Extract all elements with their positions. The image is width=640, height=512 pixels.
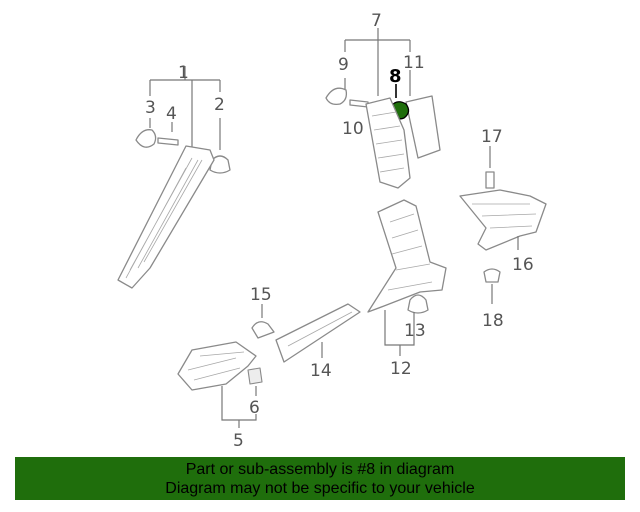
callout-5[interactable]: 5 <box>233 431 244 451</box>
callout-11[interactable]: 11 <box>403 53 425 73</box>
b-pillar-upper-hatch <box>371 111 405 173</box>
callout-16[interactable]: 16 <box>512 255 534 275</box>
callout-2[interactable]: 2 <box>214 95 225 115</box>
kick-panel-group: 6 5 <box>177 341 263 451</box>
scuff-plate-part-14 <box>275 303 361 363</box>
callout-7[interactable]: 7 <box>371 11 382 31</box>
callout-4[interactable]: 4 <box>166 104 177 124</box>
callout-14[interactable]: 14 <box>310 361 332 381</box>
screw-part-10 <box>349 99 369 108</box>
scuff-plate-hatch <box>287 311 353 347</box>
b-pillar-upper-trim <box>365 97 411 189</box>
b-pillar-upper-group: 7 8 9 10 11 <box>325 11 441 189</box>
a-pillar-trim-group: 1 2 3 4 <box>117 63 231 289</box>
clip-part-18 <box>483 268 501 283</box>
callout-9[interactable]: 9 <box>338 55 349 75</box>
leader-1 <box>149 66 221 96</box>
leader-12 <box>384 310 415 356</box>
scuff-plate-group: 15 14 <box>250 285 361 381</box>
callout-15[interactable]: 15 <box>250 285 272 305</box>
callout-18[interactable]: 18 <box>482 311 504 331</box>
b-pillar-lower-group: 13 12 <box>367 199 447 379</box>
info-banner: Part or sub-assembly is #8 in diagram Di… <box>15 457 625 500</box>
bracket-part-6 <box>247 367 263 385</box>
kick-panel-hatch <box>187 351 245 381</box>
callout-1[interactable]: 1 <box>178 63 189 83</box>
callout-3[interactable]: 3 <box>145 98 156 118</box>
b-pillar-lower-trim <box>367 199 447 313</box>
grommet-part-13 <box>407 294 429 314</box>
quarter-trim-group: 17 16 18 <box>459 127 547 331</box>
banner-line-2: Diagram may not be specific to your vehi… <box>165 480 475 497</box>
screw-part-17 <box>485 171 495 189</box>
cover-plate-part-11 <box>405 95 441 159</box>
callout-17[interactable]: 17 <box>481 127 503 147</box>
callout-12[interactable]: 12 <box>390 359 412 379</box>
callout-6[interactable]: 6 <box>249 398 260 418</box>
grommet-part-2 <box>209 155 231 174</box>
clip-part-3 <box>135 129 157 148</box>
callout-13[interactable]: 13 <box>404 321 426 341</box>
quarter-trim-hatch <box>472 203 537 229</box>
quarter-trim-part-16 <box>459 189 547 251</box>
clip-part-9 <box>325 87 348 106</box>
clip-part-15 <box>251 321 275 339</box>
callout-8[interactable]: 8 <box>389 66 402 87</box>
kick-panel <box>177 341 257 391</box>
leader-5 <box>221 386 257 428</box>
screw-part-4 <box>157 137 179 146</box>
b-pillar-lower-hatch <box>387 213 433 291</box>
callout-10[interactable]: 10 <box>342 119 364 139</box>
a-pillar-hatch <box>125 157 203 279</box>
parts-diagram: 1 2 3 4 7 8 9 10 11 <box>117 11 547 451</box>
banner-line-1: Part or sub-assembly is #8 in diagram <box>185 461 455 478</box>
